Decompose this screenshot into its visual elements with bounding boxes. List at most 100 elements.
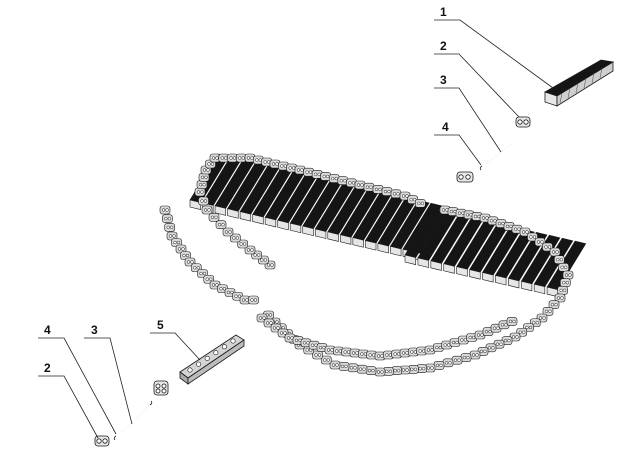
track-link xyxy=(235,153,247,163)
track-link xyxy=(338,362,350,371)
track-link xyxy=(278,161,289,171)
track-shoe xyxy=(389,199,430,257)
track-link xyxy=(365,366,377,375)
track-link xyxy=(433,343,444,352)
track-link xyxy=(506,317,518,326)
track-link xyxy=(329,360,341,370)
track-link xyxy=(424,345,436,355)
track-assembly xyxy=(189,153,587,298)
callout-label-4-top: 4 xyxy=(442,120,449,134)
track-link xyxy=(222,227,234,237)
callout-label-2-top: 2 xyxy=(440,39,447,53)
track-link xyxy=(442,358,454,368)
track-link xyxy=(300,338,312,348)
track-link xyxy=(479,213,491,223)
track-link xyxy=(562,270,574,280)
shoe-bolt-hole xyxy=(230,338,236,344)
track-shoe xyxy=(430,214,470,271)
track-link xyxy=(346,178,357,188)
track-link xyxy=(469,350,481,360)
track-link xyxy=(372,185,384,194)
track-link xyxy=(383,367,394,376)
track-link xyxy=(548,300,560,309)
track-link xyxy=(558,263,569,272)
track-link xyxy=(316,343,328,352)
track-link xyxy=(390,189,402,199)
track-link xyxy=(477,347,489,356)
track-link xyxy=(381,187,393,196)
track-shoe xyxy=(277,173,317,231)
track-link xyxy=(471,212,483,221)
part-2-connector-link-bottom xyxy=(94,435,110,447)
callout-3-bottom: 3 xyxy=(84,323,133,425)
track-link xyxy=(215,220,227,229)
track-link xyxy=(451,355,463,365)
track-link xyxy=(441,340,452,350)
track-link xyxy=(312,350,323,360)
shoe-bolt-hole xyxy=(221,344,227,350)
part-4-link-top xyxy=(456,171,474,183)
track-link xyxy=(180,251,191,260)
shoe-bolt-hole xyxy=(187,367,193,373)
shoe-bolt-hole xyxy=(196,361,202,367)
track-link xyxy=(557,286,568,295)
track-link xyxy=(209,153,221,163)
track-shoe xyxy=(482,226,522,283)
part-5-shoe-section xyxy=(179,334,245,385)
shoe-bolt-hole xyxy=(213,350,219,356)
part-2-connector-link-top xyxy=(515,116,531,128)
track-link xyxy=(374,351,386,361)
track-link xyxy=(424,363,436,373)
track-link xyxy=(320,355,332,365)
track-link xyxy=(358,349,369,359)
track-link xyxy=(333,346,344,356)
callout-label-3-bottom: 3 xyxy=(91,323,98,337)
track-link xyxy=(554,293,566,303)
part-3-pin-top xyxy=(479,143,513,171)
track-link xyxy=(356,364,368,374)
track-link xyxy=(374,367,386,377)
part-4-link-bottom xyxy=(153,380,169,396)
callout-1: 1 xyxy=(434,5,554,89)
track-link xyxy=(201,205,213,215)
callout-label-4-bottom: 4 xyxy=(44,323,51,337)
callout-2-top: 2 xyxy=(434,39,520,118)
track-shoe xyxy=(494,229,535,286)
track-link xyxy=(495,219,507,228)
track-link xyxy=(159,205,171,215)
track-link xyxy=(463,210,475,220)
callout-4-top: 4 xyxy=(434,120,482,166)
track-link xyxy=(162,214,173,223)
callout-label-5: 5 xyxy=(157,318,164,332)
track-link xyxy=(166,231,178,241)
track-link xyxy=(415,199,426,208)
callout-3-top: 3 xyxy=(434,73,502,153)
callout-label-2-bottom: 2 xyxy=(44,361,51,375)
track-link xyxy=(244,153,256,163)
track-link xyxy=(198,173,210,182)
track-links xyxy=(159,153,574,377)
callout-5: 5 xyxy=(150,318,201,361)
track-link xyxy=(549,247,561,257)
track-link xyxy=(460,353,472,362)
track-shoe xyxy=(377,197,418,254)
track-shoe xyxy=(214,159,255,216)
track-link xyxy=(509,332,521,342)
track-link xyxy=(363,182,375,192)
track-link xyxy=(542,307,554,316)
part-3-pin-bottom xyxy=(113,400,153,441)
track-link xyxy=(230,233,241,243)
shoe-bolt-hole xyxy=(204,355,210,361)
track-link xyxy=(554,255,565,264)
track-link xyxy=(303,167,314,177)
track-link xyxy=(164,223,175,232)
track-link xyxy=(349,348,361,358)
track-link xyxy=(198,196,209,206)
track-link xyxy=(560,278,571,287)
callout-4-bottom: 4 xyxy=(38,323,117,435)
track-link xyxy=(196,180,208,189)
track-link xyxy=(433,361,445,370)
track-link xyxy=(200,165,212,175)
track-link xyxy=(194,187,206,197)
